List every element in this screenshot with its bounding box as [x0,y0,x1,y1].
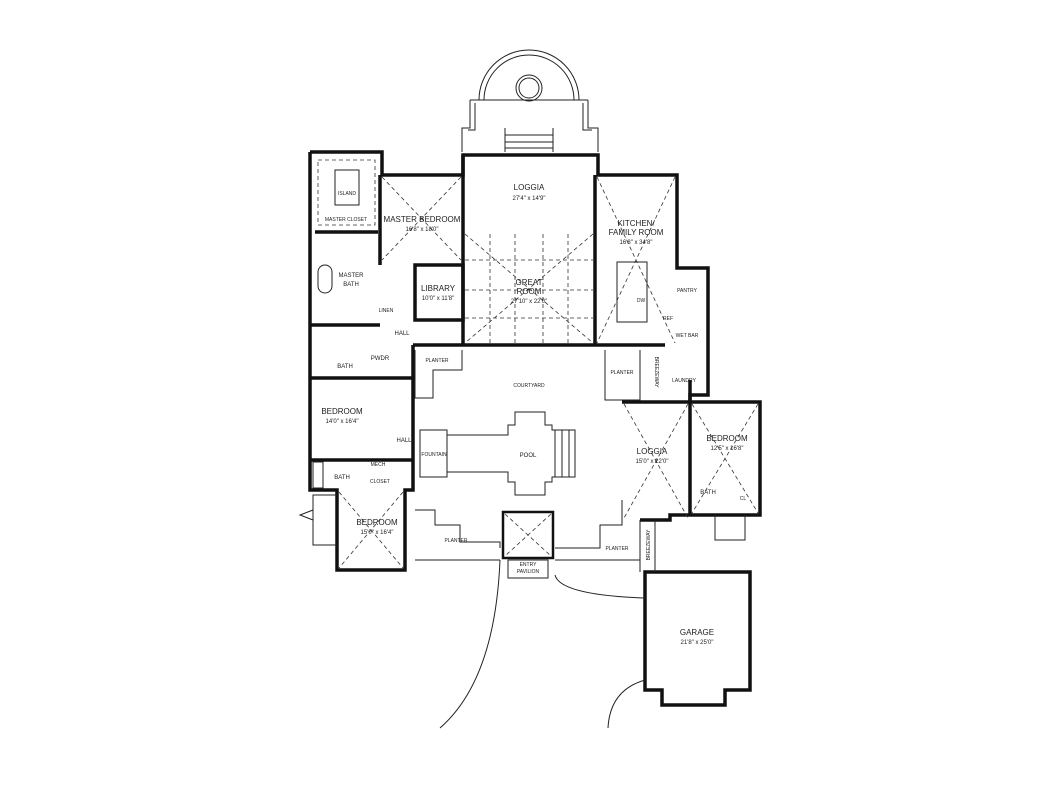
kitchen-name: KITCHEN/ [617,219,655,228]
kitchen-size: 16'8" x 34'8" [620,240,653,246]
walls [308,150,762,707]
breezeway-upper-name: BREEZEWAY [653,357,659,389]
planter-ll-name: PLANTER [444,538,467,544]
bedroom-right-size: 12'5" x 16'8" [711,446,744,452]
bath-lower-name: BATH [334,475,350,481]
bedroom-bottom-size: 15'0" x 16'4" [361,530,394,536]
master-bath-name2: BATH [343,282,359,288]
master-bedroom-name: MASTER BEDROOM [384,215,461,224]
loggia-right-name: LOGGIA [637,447,668,456]
breezeway-lower-name: BREEZEWAY [646,529,652,561]
planter-ul-name: PLANTER [425,358,448,364]
bedroom-left-size: 14'0" x 16'4" [326,419,359,425]
hall-upper-name: HALL [394,331,410,337]
interior-details [298,159,759,729]
bedroom-left-name: BEDROOM [321,407,363,416]
room-labels: LOGGIA 27'4" x 14'9" MASTER BEDROOM 16'8… [321,183,748,646]
mech-name: MECH [371,462,386,468]
pool-name: POOL [520,453,537,459]
laundry-name: LAUNDRY [672,378,696,384]
pantry-name: PANTRY [677,288,697,294]
library-size: 10'0" x 11'8" [422,296,454,302]
loggia-top-name: LOGGIA [514,183,545,192]
master-bath-name: MASTER [338,273,364,279]
pwdr-name: PWDR [371,356,390,362]
planter-lr-name: PLANTER [605,546,628,552]
rear-terrace [461,49,599,152]
fountain-name: FOUNTAIN [421,452,447,458]
great-room-name: GREAT [516,278,543,287]
dw-name: DW [637,298,646,304]
garage-size: 21'8" x 25'0" [681,640,714,646]
ref-name: REF [663,316,673,322]
loggia-top-size: 27'4" x 14'9" [513,196,546,202]
library-name: LIBRARY [421,284,456,293]
master-bedroom-size: 16'8" x 18'0" [406,227,439,233]
entry-name2: PAVILION [517,569,540,575]
courtyard-name: COURTYARD [513,383,545,389]
island-name: ISLAND [338,191,356,197]
entry-name: ENTRY [520,562,538,568]
closet-name: CLOSET [370,479,390,485]
loggia-right-size: 15'0" x 22'0" [636,459,669,465]
bedroom-bottom-name: BEDROOM [356,518,398,527]
planter-ur-name: PLANTER [610,370,633,376]
kitchen-name2: FAMILY ROOM [609,228,664,237]
master-closet-name: MASTER CLOSET [325,217,367,223]
cl-name: CL [740,496,747,502]
great-room-name2: ROOM [517,287,542,296]
wet-bar-name: WET BAR [676,333,699,339]
great-room-size: 27'10" x 22'0" [511,299,547,305]
bedroom-right-name: BEDROOM [706,434,748,443]
bath-upper-name: BATH [337,364,353,370]
garage-name: GARAGE [680,628,714,637]
hall-lower-name: HALL [396,438,412,444]
linen-name: LINEN [379,308,394,314]
bath-right-name: BATH [700,490,716,496]
